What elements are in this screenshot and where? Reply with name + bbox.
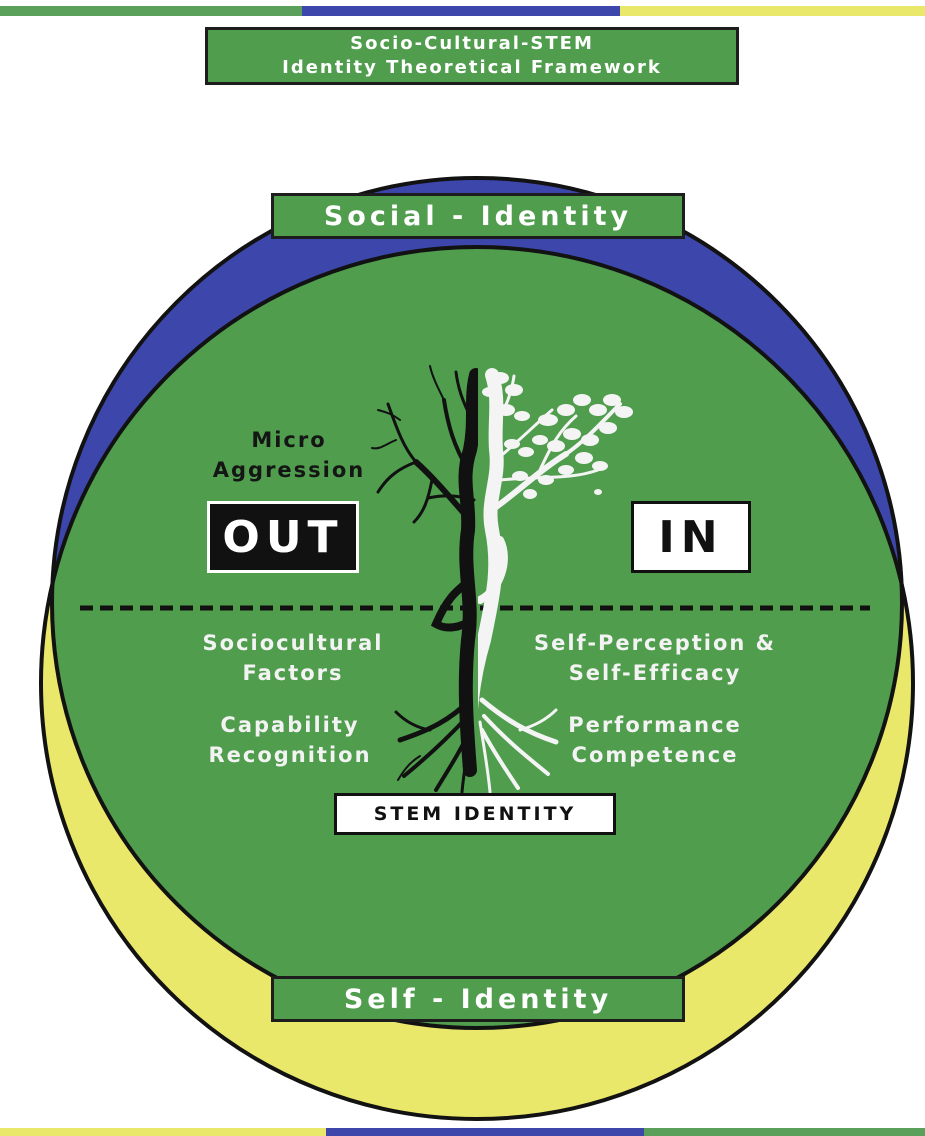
top-bar-green: [0, 6, 302, 16]
capability-recognition-line-2: Recognition: [208, 743, 372, 767]
performance-competence-line-2: Competence: [571, 743, 739, 767]
micro-aggression-line-2: Aggression: [212, 458, 366, 482]
self-identity-label: Self - Identity: [271, 976, 685, 1022]
stem-identity-label: STEM IDENTITY: [334, 793, 616, 835]
in-label: IN: [631, 501, 751, 573]
bottom-bar-blue: [326, 1128, 644, 1136]
social-identity-outline: [50, 176, 904, 1030]
bottom-bar-green: [644, 1128, 925, 1136]
micro-aggression-line-1: Micro: [251, 428, 327, 452]
self-identity-outline: [39, 245, 915, 1121]
performance-competence-line-1: Performance: [568, 713, 742, 737]
overlap-region: [52, 247, 902, 1028]
sociocultural-factors-label: Sociocultural Factors: [168, 628, 418, 688]
sociocultural-factors-line-1: Sociocultural: [202, 631, 384, 655]
self-perception-label: Self-Perception & Self-Efficacy: [500, 628, 810, 688]
bottom-bar-yellow: [0, 1128, 326, 1136]
title-line-1: Socio-Cultural-STEM: [350, 33, 594, 54]
title-line-2: Identity Theoretical Framework: [282, 57, 662, 78]
capability-recognition-line-1: Capability: [220, 713, 360, 737]
top-bar-yellow: [620, 6, 925, 16]
capability-recognition-label: Capability Recognition: [180, 710, 400, 770]
micro-aggression-label: Micro Aggression: [196, 425, 382, 485]
performance-competence-label: Performance Competence: [540, 710, 770, 770]
framework-title: Socio-Cultural-STEM Identity Theoretical…: [205, 27, 739, 85]
out-label: OUT: [207, 501, 359, 573]
top-bar-blue: [302, 6, 620, 16]
self-perception-line-2: Self-Efficacy: [568, 661, 742, 685]
tree-silhouette-icon: [371, 365, 633, 794]
social-identity-label: Social - Identity: [271, 193, 685, 239]
self-perception-line-1: Self-Perception &: [533, 631, 776, 655]
sociocultural-factors-line-2: Factors: [242, 661, 344, 685]
